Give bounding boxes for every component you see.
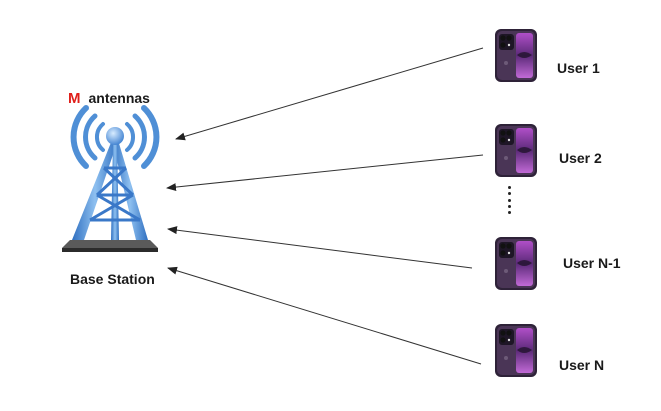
vertical-ellipsis-icon	[508, 186, 512, 214]
user-label-n: User N	[559, 357, 605, 373]
user-label-n-1: User N-1	[563, 255, 621, 271]
cell-tower-icon	[62, 105, 160, 252]
phone-user-n	[495, 324, 537, 377]
phone-user-1	[495, 29, 537, 82]
phone-user-n-1	[495, 237, 537, 290]
user-label-2: User 2	[559, 150, 602, 166]
arrow-user-n	[167, 266, 482, 365]
arrow-user-2	[166, 154, 484, 192]
arrow-user-n-1	[167, 226, 473, 269]
base-station-label: Base Station	[70, 271, 155, 287]
uplink-arrows	[166, 47, 484, 365]
arrow-user-1	[175, 47, 484, 141]
antenna-count-symbol: M	[68, 90, 81, 107]
antenna-text: antennas	[88, 90, 150, 106]
phone-user-2	[495, 124, 537, 177]
user-label-1: User 1	[557, 60, 600, 76]
